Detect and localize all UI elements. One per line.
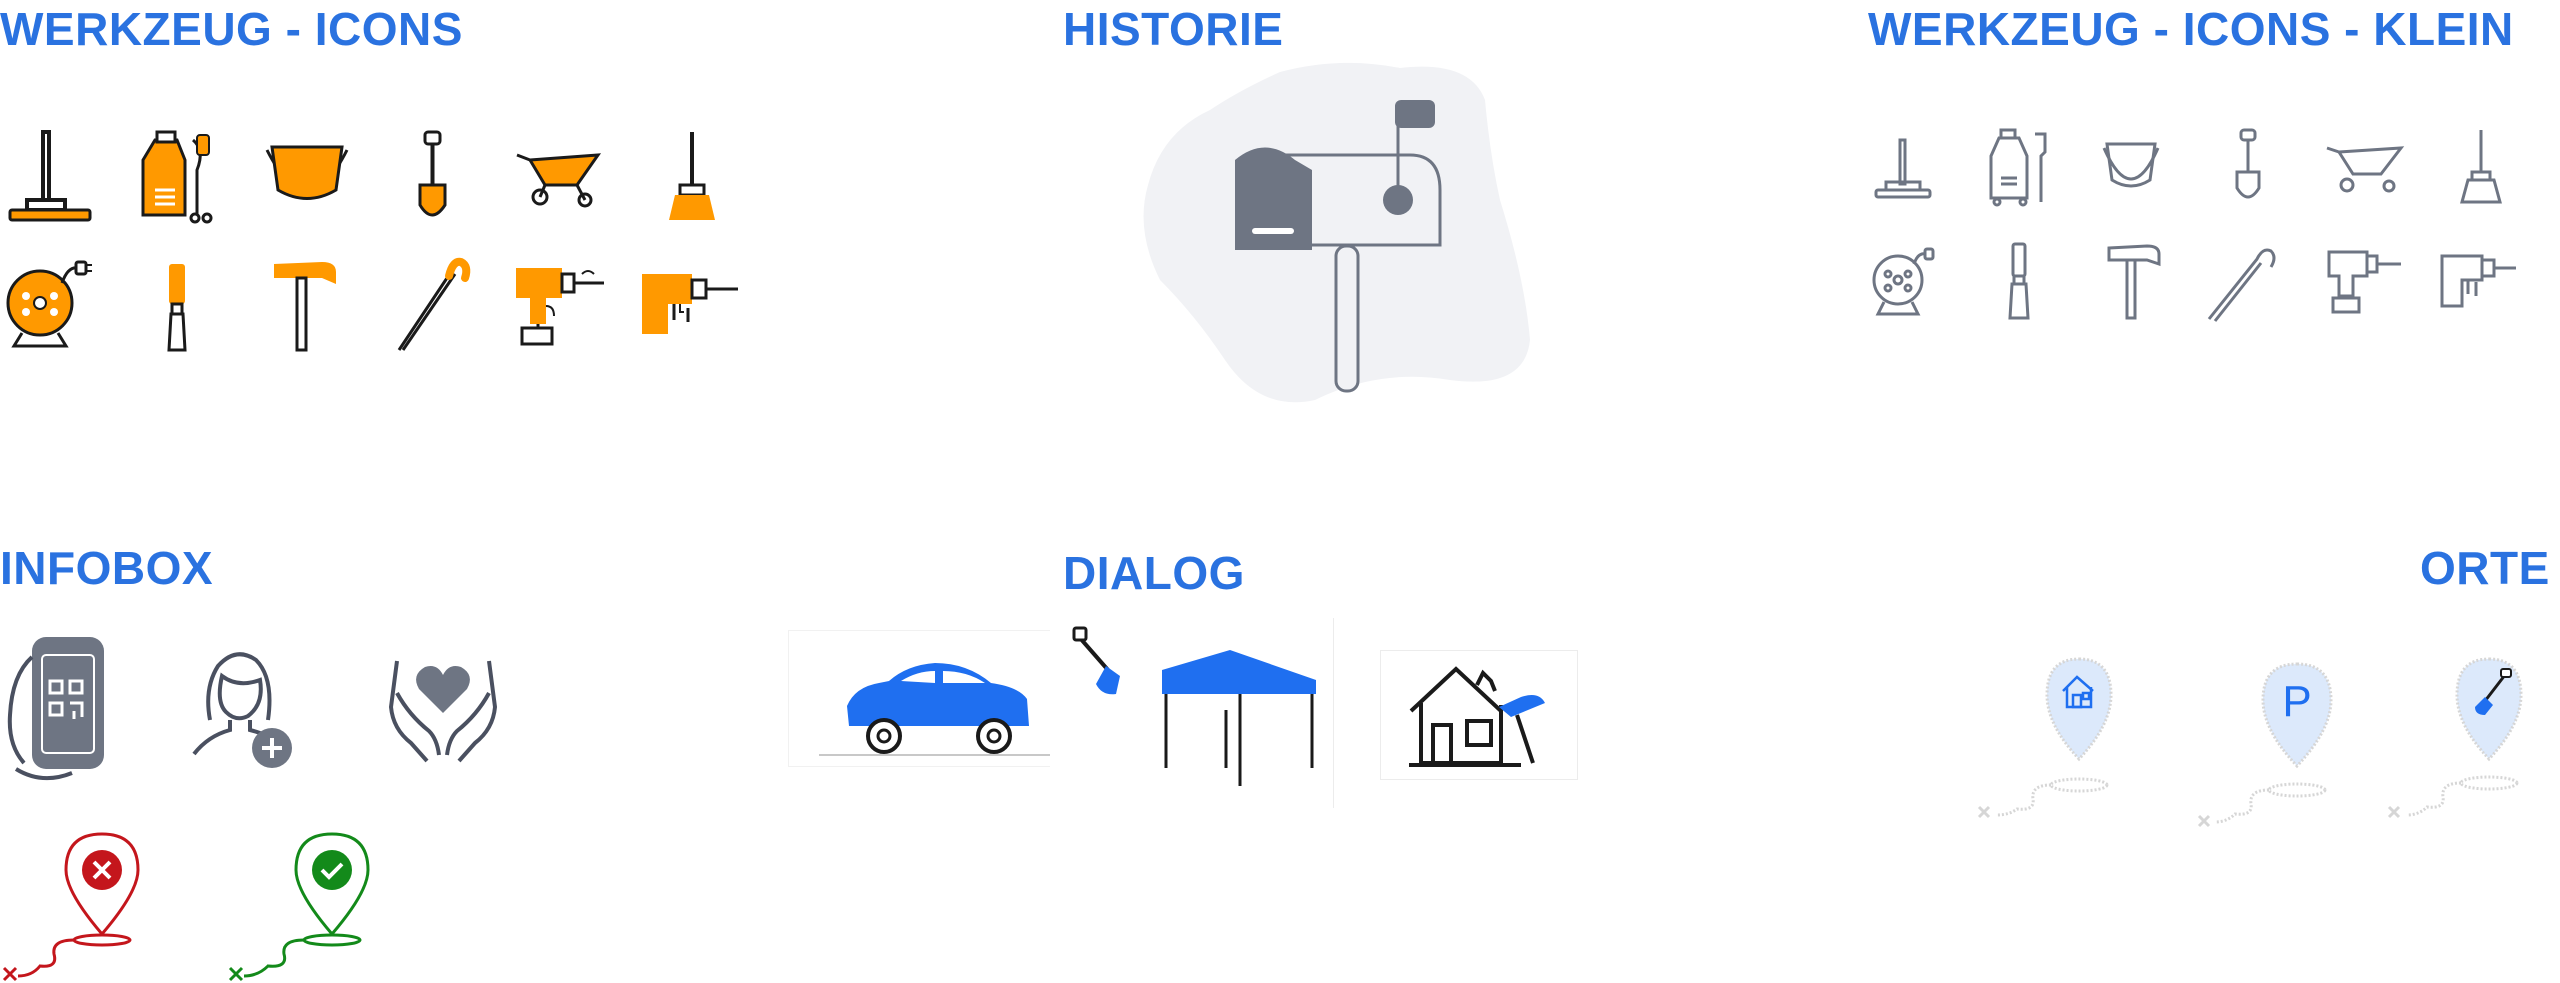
cordless-drill-icon bbox=[512, 262, 607, 350]
parking-location-pin-icon: P bbox=[2195, 660, 2335, 832]
heart-in-hands-icon bbox=[383, 655, 503, 763]
squeegee-icon bbox=[1872, 138, 1934, 200]
add-user-icon bbox=[188, 648, 298, 770]
dialog-title: DIALOG bbox=[1063, 547, 1245, 599]
blob-background bbox=[1143, 62, 1530, 403]
hammer-drill-icon bbox=[2440, 250, 2518, 312]
hammer-icon bbox=[270, 258, 340, 353]
car-card bbox=[788, 630, 1052, 767]
chisel-icon bbox=[162, 262, 192, 354]
mailbox-illustration bbox=[1140, 60, 1540, 405]
infobox-title: INFOBOX bbox=[0, 542, 214, 594]
house-card bbox=[1380, 650, 1578, 780]
mailbox-door bbox=[1235, 147, 1312, 250]
house-location-pin-icon bbox=[1975, 655, 2115, 825]
cable-reel-icon bbox=[2, 258, 94, 350]
tent-card bbox=[1050, 618, 1334, 808]
hammer-icon bbox=[2105, 242, 2163, 322]
wheelbarrow-icon bbox=[2325, 140, 2405, 195]
location-error-icon bbox=[2, 830, 140, 982]
pressure-sprayer-icon bbox=[1985, 128, 2057, 207]
bucket-icon bbox=[262, 135, 352, 215]
orte-title: ORTE bbox=[2420, 542, 2550, 594]
parking-letter: P bbox=[2282, 677, 2311, 726]
cordless-drill-icon bbox=[2325, 246, 2403, 316]
location-success-icon bbox=[228, 830, 370, 982]
tent-with-shovel-icon bbox=[1072, 626, 1316, 786]
chisel-icon bbox=[2005, 242, 2033, 322]
plunger-icon bbox=[2460, 128, 2502, 206]
phone-qr-code-icon bbox=[2, 635, 107, 787]
bucket-icon bbox=[2100, 136, 2162, 196]
shovel-location-pin-icon bbox=[2385, 655, 2525, 827]
crowbar-icon bbox=[2205, 245, 2277, 323]
werkzeug-icons-title: WERKZEUG - ICONS bbox=[0, 3, 463, 55]
pressure-sprayer-icon bbox=[135, 130, 220, 225]
werkzeug-icons-klein-title: WERKZEUG - ICONS - KLEIN bbox=[1868, 3, 2514, 55]
plunger-icon bbox=[665, 130, 720, 225]
wheelbarrow-icon bbox=[515, 145, 602, 210]
car-icon bbox=[819, 663, 1051, 756]
shovel-icon bbox=[415, 130, 450, 225]
house-repair-icon bbox=[1409, 666, 1545, 767]
cable-reel-icon bbox=[1870, 246, 1938, 318]
hammer-drill-icon bbox=[640, 268, 740, 343]
squeegee-icon bbox=[5, 130, 95, 225]
shovel-icon bbox=[2232, 128, 2264, 206]
historie-title: HISTORIE bbox=[1063, 3, 1284, 55]
crowbar-icon bbox=[395, 257, 471, 353]
